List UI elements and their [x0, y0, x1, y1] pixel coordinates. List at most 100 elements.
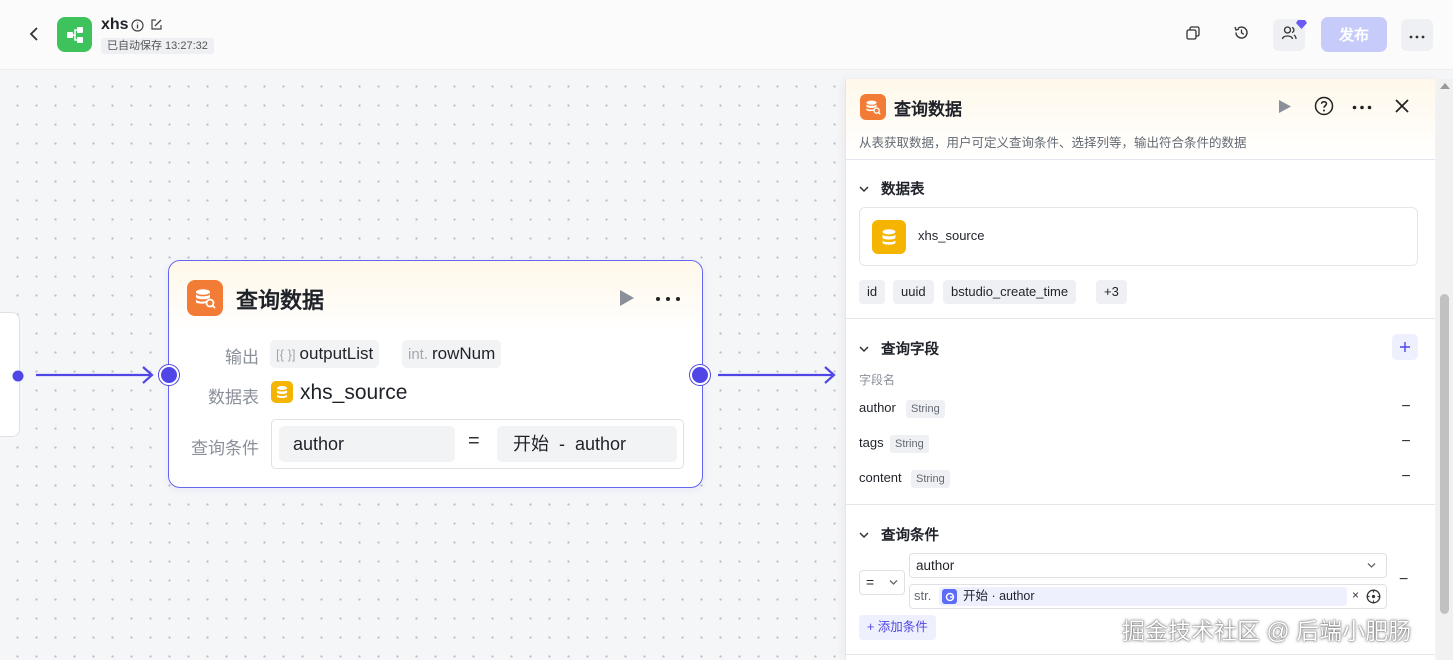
clear-reference-button[interactable]: ×	[1352, 588, 1360, 602]
chevron-down-icon	[859, 185, 869, 192]
reference-label: 开始 · author	[963, 589, 1035, 603]
field-name: tags	[859, 435, 884, 450]
collaborators-button[interactable]	[1273, 16, 1307, 51]
chevron-down-icon	[859, 345, 869, 352]
help-icon[interactable]	[1314, 96, 1334, 116]
node-config-panel: 查询数据 从表获取数据，用户可定义查询条件、选择列等，输出符合条件的数据 数据表…	[845, 79, 1435, 660]
chevron-down-icon	[1367, 563, 1376, 568]
section-conditions-toggle[interactable]: 查询条件	[859, 524, 939, 545]
field-row: tags String −	[859, 433, 1419, 455]
more-icon	[1409, 26, 1425, 44]
type-prefix: int.	[408, 345, 429, 363]
more-button[interactable]	[1401, 19, 1433, 51]
condition-operator: =	[468, 430, 480, 452]
remove-field-button[interactable]: −	[1401, 433, 1411, 450]
database-icon	[872, 220, 906, 254]
history-button[interactable]	[1225, 19, 1257, 51]
edit-icon[interactable]	[150, 18, 163, 31]
close-icon[interactable]	[1393, 97, 1411, 115]
divider	[846, 504, 1435, 505]
divider	[846, 318, 1435, 319]
output-name: rowNum	[432, 344, 496, 363]
section-fields-toggle[interactable]: 查询字段	[859, 338, 939, 359]
add-field-button[interactable]	[1392, 334, 1418, 360]
field-row: author String −	[859, 398, 1419, 420]
output-label: 输出	[225, 348, 259, 367]
table-label: 数据表	[208, 388, 259, 407]
condition-label: 查询条件	[191, 439, 259, 458]
output-name: outputList	[299, 344, 374, 363]
start-node-output-port	[12, 370, 24, 382]
panel-scrollbar[interactable]	[1437, 79, 1453, 660]
divider	[846, 654, 1435, 655]
publish-button[interactable]: 发布	[1321, 17, 1387, 52]
section-title: 查询字段	[881, 342, 939, 358]
plus-icon	[1400, 342, 1410, 352]
diamond-badge-icon	[1296, 16, 1307, 29]
condition-value-input[interactable]: str. 开始 · author ×	[909, 584, 1387, 609]
history-icon	[1233, 24, 1250, 46]
top-bar: xhs 已自动保存 13:27:32 发布	[0, 0, 1453, 70]
run-node-icon[interactable]	[1278, 99, 1292, 114]
table-name: xhs_source	[300, 381, 408, 404]
database-query-icon	[187, 280, 223, 316]
edge-arrowhead	[142, 366, 154, 384]
autosave-status: 已自动保存 13:27:32	[101, 38, 214, 54]
connection-edges	[12, 366, 836, 384]
condition-row: author = 开始 - author	[271, 419, 684, 469]
back-icon[interactable]	[24, 24, 44, 44]
output-tag-outputlist: [{ }] outputList	[270, 340, 380, 368]
remove-field-button[interactable]: −	[1401, 398, 1411, 415]
query-data-node[interactable]: 查询数据 输出 [{ }] outputList int. rowNum 数据表…	[159, 260, 710, 488]
variable-picker-icon[interactable]	[1366, 589, 1381, 604]
panel-header	[846, 79, 1435, 159]
column-chip: id	[859, 280, 886, 304]
input-port[interactable]	[159, 365, 179, 385]
app-name: xhs	[101, 16, 129, 33]
run-node-icon[interactable]	[619, 289, 635, 307]
selected-field: author	[916, 558, 955, 573]
node-title: 查询数据	[236, 288, 325, 313]
scroll-thumb[interactable]	[1440, 294, 1449, 614]
variable-reference-chip[interactable]: 开始 · author	[939, 587, 1347, 606]
field-type-badge: String	[890, 435, 929, 453]
type-prefix: [{ }]	[276, 346, 296, 362]
node-more-icon[interactable]	[655, 285, 681, 308]
remove-condition-button[interactable]: −	[1399, 571, 1409, 588]
database-query-icon	[860, 94, 886, 120]
operator-select[interactable]: =	[859, 570, 905, 595]
info-icon[interactable]	[131, 19, 144, 32]
panel-more-icon[interactable]	[1352, 94, 1372, 115]
start-node-icon	[942, 589, 957, 604]
workflow-canvas[interactable]: 查询数据 输出 [{ }] outputList int. rowNum 数据表…	[0, 71, 845, 660]
copy-icon	[1185, 25, 1201, 46]
column-chip: bstudio_create_time	[943, 280, 1077, 304]
watermark: 掘金技术社区 @ 后端小肥肠	[1122, 618, 1412, 644]
condition-field-select[interactable]: author	[909, 553, 1387, 578]
output-tag-rownum: int. rowNum	[402, 340, 502, 368]
field-row: content String −	[859, 468, 1419, 490]
panel-title: 查询数据	[894, 100, 962, 119]
remove-field-button[interactable]: −	[1401, 468, 1411, 485]
database-icon	[271, 381, 293, 403]
selected-table-card[interactable]: xhs_source	[859, 207, 1418, 266]
field-name: content	[859, 470, 902, 485]
section-table-toggle[interactable]: 数据表	[859, 178, 925, 199]
collaborators-icon	[1281, 25, 1298, 46]
more-columns-chip[interactable]: +3	[1096, 280, 1127, 304]
operator-value: =	[866, 574, 875, 590]
value-type-prefix: str.	[914, 588, 932, 603]
add-condition-button[interactable]: + 添加条件	[859, 615, 936, 640]
condition-right-value: 开始 - author	[497, 426, 677, 462]
section-title: 数据表	[881, 182, 925, 198]
output-port[interactable]	[690, 365, 710, 385]
table-name: xhs_source	[918, 228, 985, 243]
chevron-down-icon	[889, 580, 898, 585]
panel-description: 从表获取数据，用户可定义查询条件、选择列等，输出符合条件的数据	[859, 136, 1247, 150]
section-title: 查询条件	[881, 528, 939, 544]
chevron-down-icon	[859, 531, 869, 538]
scroll-up-arrow[interactable]	[1440, 83, 1450, 89]
copy-button[interactable]	[1177, 19, 1209, 51]
field-type-badge: String	[906, 400, 945, 418]
workflow-app-icon	[57, 17, 92, 52]
